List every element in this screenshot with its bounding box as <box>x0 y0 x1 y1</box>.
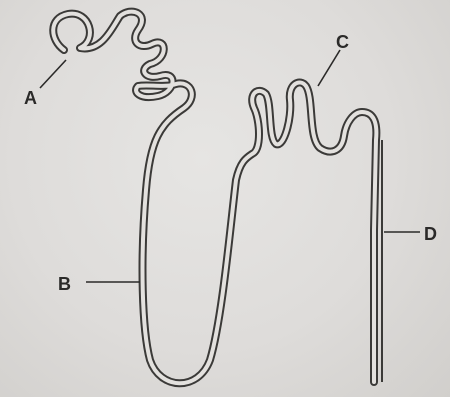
nephron-tubule-outer <box>53 12 376 384</box>
label-b: B <box>58 274 71 294</box>
label-c: C <box>336 32 349 52</box>
label-d: D <box>424 224 437 244</box>
leader-line-c <box>318 50 340 86</box>
leader-line-a <box>40 60 66 88</box>
label-a: A <box>24 88 37 108</box>
